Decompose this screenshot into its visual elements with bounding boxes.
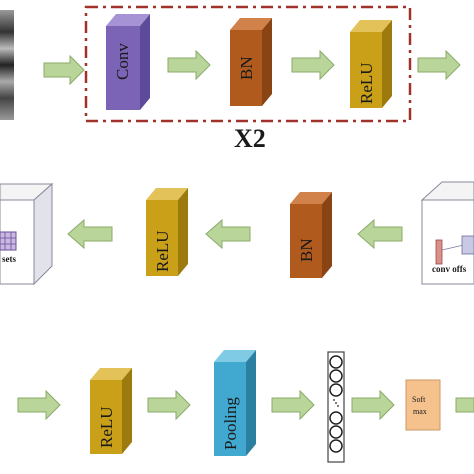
- conv-label: Conv: [113, 43, 132, 80]
- bn-label: BN: [237, 56, 256, 80]
- pooling-label: Pooling: [221, 397, 240, 450]
- arrow-conv-to-bn: [167, 49, 211, 81]
- bn-label-row2: BN: [297, 238, 316, 262]
- relu-block-row3: ReLU: [90, 368, 132, 454]
- relu-label: ReLU: [357, 62, 376, 104]
- arrow-softmax-output: [455, 397, 474, 413]
- arrow-relu-to-next: [417, 49, 461, 81]
- arrow-bn-to-relu-row2: [205, 218, 251, 250]
- offset-grid-icon: [0, 231, 17, 251]
- softmax-label-line2: max: [413, 407, 427, 416]
- right-cube-label: conv offs: [432, 264, 467, 274]
- softmax-block: Soft max: [405, 379, 441, 431]
- arrow-offset-to-bn: [357, 218, 403, 250]
- bn-block: BN: [230, 18, 272, 106]
- fully-connected-layer: [327, 351, 345, 463]
- relu-label-row3: ReLU: [97, 406, 116, 448]
- arrow-bn-to-relu: [291, 49, 335, 81]
- arrow-fc-to-softmax: [351, 389, 395, 421]
- bn-block-row2: BN: [290, 192, 332, 278]
- offset-field-icon: [461, 235, 474, 255]
- relu-block: ReLU: [350, 20, 392, 108]
- kernel-bar-icon: [435, 239, 443, 265]
- left-cube-label: sets: [2, 254, 16, 264]
- repeat-label: X2: [234, 124, 266, 153]
- relu-label-row2: ReLU: [153, 230, 172, 272]
- arrow-relu-to-output: [67, 218, 113, 250]
- repeat-group-border: [84, 5, 412, 123]
- softmax-label-line1: Soft: [412, 395, 426, 404]
- arrow-input-row3: [17, 389, 61, 421]
- input-signal-image: [0, 10, 14, 120]
- deformable-output-cube: sets: [0, 182, 54, 286]
- arrow-pooling-to-fc: [271, 389, 315, 421]
- arrow-relu-to-pooling: [147, 389, 191, 421]
- pooling-block: Pooling: [214, 350, 256, 456]
- relu-block-row2: ReLU: [146, 188, 188, 276]
- deformable-conv-cube: conv offs: [420, 181, 474, 285]
- conv-block: Conv: [106, 14, 150, 110]
- arrow-input-to-conv: [43, 54, 85, 86]
